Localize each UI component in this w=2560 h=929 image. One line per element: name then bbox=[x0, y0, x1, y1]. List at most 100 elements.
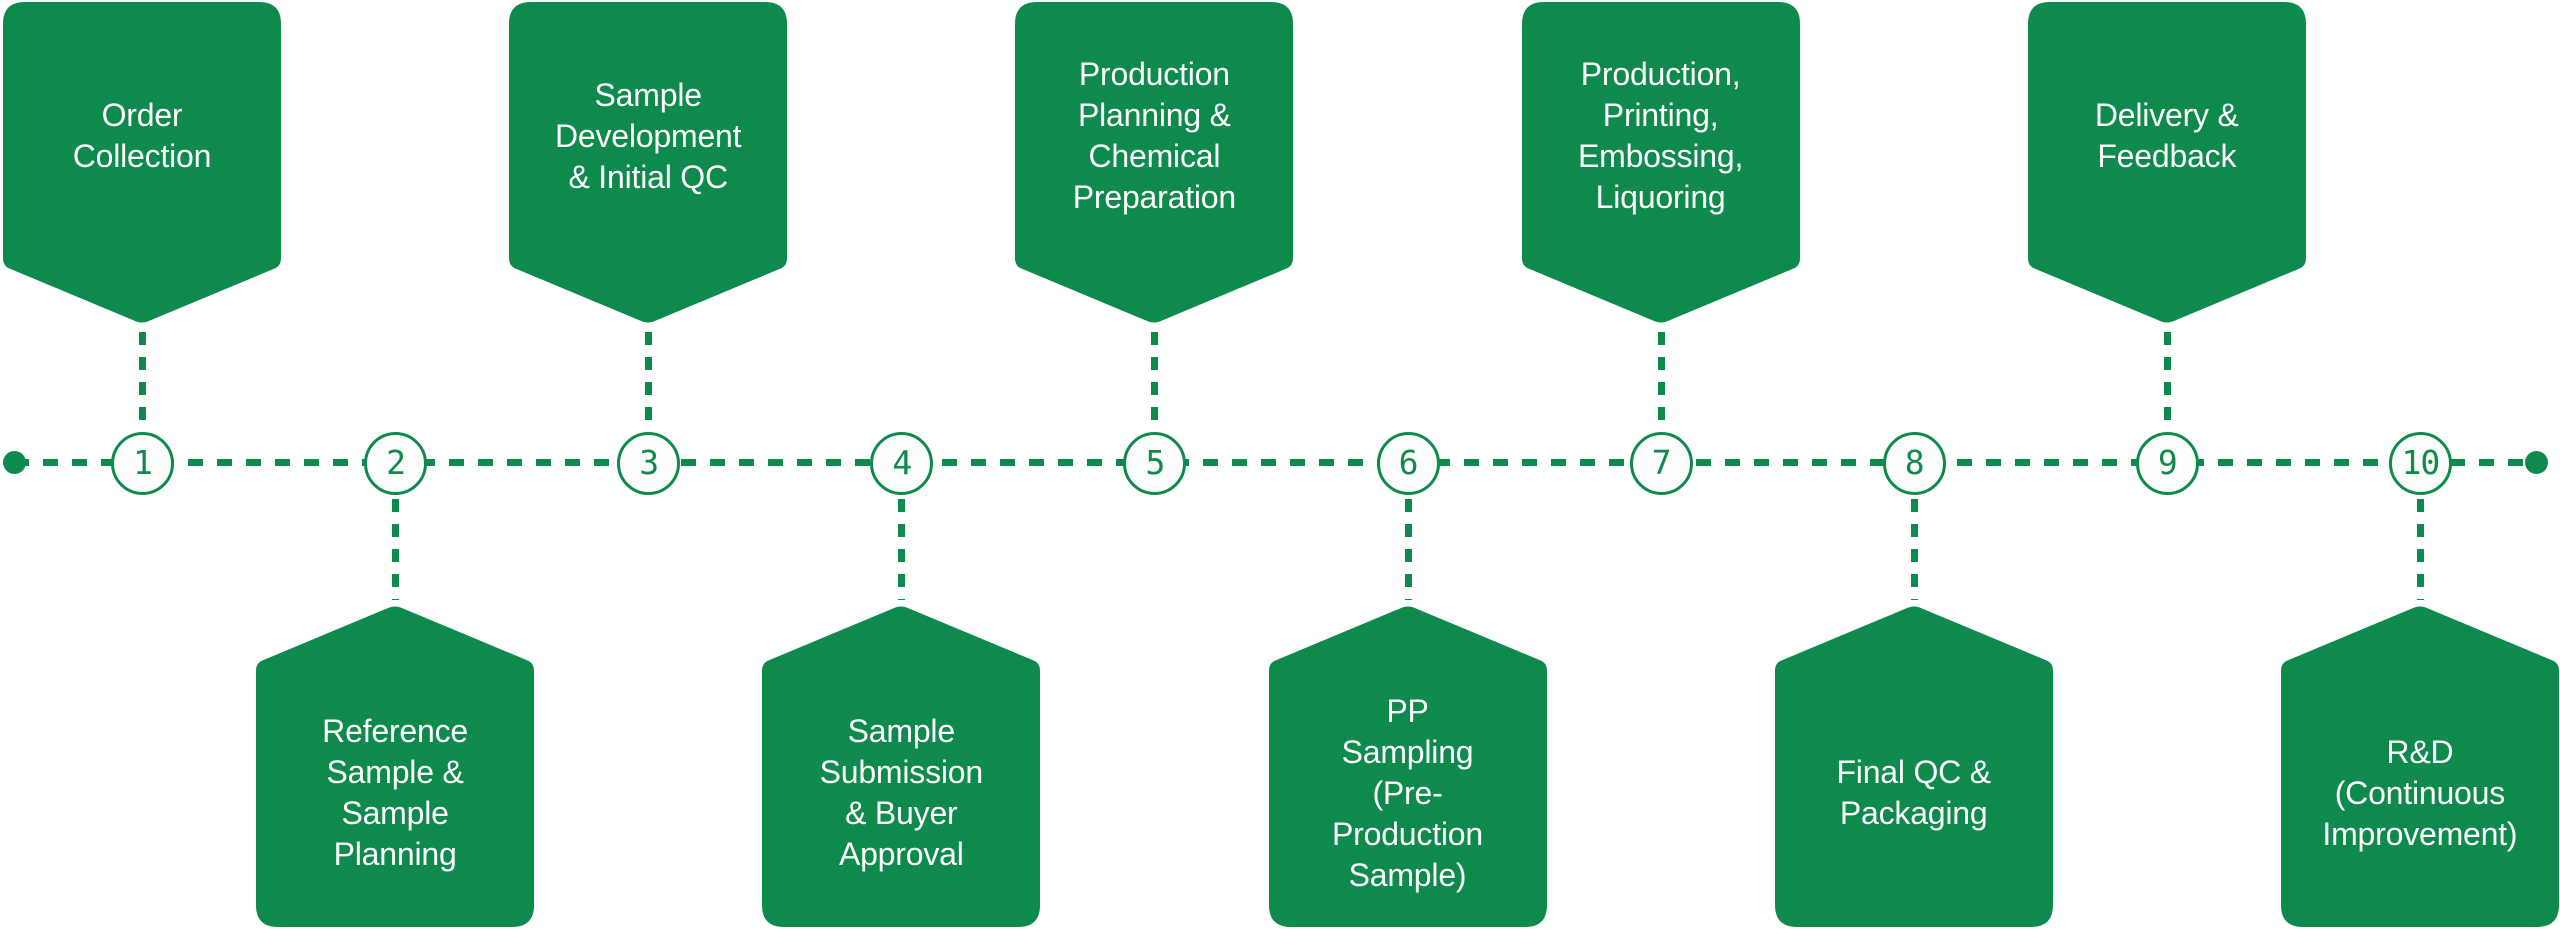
step-label: Delivery & Feedback bbox=[2034, 2, 2300, 270]
banner-pennant-shape bbox=[2280, 606, 2559, 927]
step-number: 6 bbox=[1398, 443, 1419, 482]
banner-pennant-shape bbox=[1521, 2, 1800, 323]
step-label-line: R&D bbox=[2386, 733, 2454, 770]
timeline-dashed-line bbox=[14, 459, 2537, 466]
timeline-end-dot bbox=[2525, 451, 2548, 474]
banner-pennant-shape bbox=[509, 2, 788, 323]
step-label-line: Final QC & bbox=[1836, 754, 1991, 790]
timeline-step-9: Delivery & Feedback 9 bbox=[2027, 0, 2306, 929]
timeline-step-7: Production,Printing,Embossing,Liquoring … bbox=[1521, 0, 1800, 929]
step-label-line: Embossing, bbox=[1577, 138, 1744, 174]
step-label-line: (Continuous bbox=[2334, 774, 2506, 811]
step-label-line: Collection bbox=[72, 138, 212, 174]
step-number-circle: 5 bbox=[1123, 432, 1187, 495]
step-label-line: Production bbox=[1332, 815, 1483, 852]
step-label-line: Improvement) bbox=[2322, 815, 2518, 852]
step-number: 7 bbox=[1651, 443, 1672, 482]
step-label-line: Feedback bbox=[2097, 138, 2237, 174]
step-label-line: Development bbox=[555, 117, 742, 154]
step-number: 1 bbox=[133, 443, 153, 482]
step-number: 2 bbox=[386, 443, 406, 482]
step-label-line: PP bbox=[1386, 692, 1429, 729]
step-number-circle: 10 bbox=[2388, 432, 2452, 495]
step-label-line: Sample bbox=[341, 795, 449, 831]
banner-pennant-shape bbox=[3, 2, 281, 323]
step-label-line: Sample bbox=[847, 713, 956, 749]
banner-pennant-shape bbox=[1268, 606, 1547, 927]
step-number-circle: 2 bbox=[364, 432, 428, 495]
step-number-circle: 3 bbox=[617, 432, 681, 495]
banner-pennant-shape bbox=[256, 606, 535, 927]
step-label-line: Liquoring bbox=[1595, 179, 1726, 215]
step-label-line: & Initial QC bbox=[568, 158, 728, 195]
step-label-line: Delivery & bbox=[2094, 97, 2239, 133]
step-number-circle: 9 bbox=[2135, 432, 2199, 495]
step-banner: Final QC & Packaging bbox=[1774, 602, 2053, 927]
timeline-step-8: Final QC & Packaging 8 bbox=[1774, 0, 2053, 929]
step-number-circle: 6 bbox=[1376, 432, 1440, 495]
step-label-line: Chemical bbox=[1088, 138, 1221, 174]
step-label-line: Preparation bbox=[1072, 179, 1237, 215]
step-label-line: Sample bbox=[594, 76, 703, 113]
step-banner: Delivery & Feedback bbox=[2027, 2, 2306, 327]
step-connector-dashed-line bbox=[898, 499, 906, 600]
step-label-line: Packaging bbox=[1839, 795, 1988, 831]
step-label-line: Submission bbox=[819, 754, 984, 790]
step-connector-dashed-line bbox=[2163, 332, 2171, 429]
step-number: 10 bbox=[2401, 443, 2441, 482]
step-connector-dashed-line bbox=[1151, 332, 1159, 429]
step-label-line: Printing, bbox=[1602, 97, 1719, 133]
step-connector-dashed-line bbox=[2416, 499, 2424, 600]
step-number-circle: 8 bbox=[1882, 432, 1946, 495]
step-label-line: Order bbox=[101, 97, 183, 133]
banner-pennant-shape bbox=[1774, 606, 2053, 927]
step-banner: Production, Printing, Embossing, Liquoring bbox=[1521, 2, 1800, 327]
step-label-line: Production bbox=[1078, 56, 1230, 92]
step-connector-dashed-line bbox=[1910, 499, 1918, 600]
step-label: Final QC & Packaging bbox=[1781, 659, 2047, 927]
step-label-line: Production, bbox=[1580, 56, 1741, 92]
step-connector-dashed-line bbox=[1404, 499, 1412, 600]
step-label-line: Reference bbox=[322, 713, 469, 749]
step-connector-dashed-line bbox=[392, 499, 400, 600]
step-label-line: Sample) bbox=[1348, 856, 1467, 893]
step-number: 8 bbox=[1904, 443, 1925, 482]
step-connector-dashed-line bbox=[1657, 332, 1665, 429]
step-label: Production, Printing, Embossing, Liquoring bbox=[1528, 2, 1794, 270]
step-connector-dashed-line bbox=[645, 332, 653, 429]
step-connector-dashed-line bbox=[139, 332, 146, 429]
step-label-line: Sampling bbox=[1341, 733, 1474, 770]
step-label-line: Approval bbox=[838, 836, 964, 872]
step-label-line: (Pre- bbox=[1372, 774, 1443, 811]
step-number: 3 bbox=[639, 443, 659, 482]
timeline-start-dot bbox=[3, 451, 26, 474]
banner-pennant-shape bbox=[1015, 2, 1294, 323]
step-number: 4 bbox=[892, 443, 912, 482]
step-number-circle: 4 bbox=[870, 432, 934, 495]
step-label-line: Planning & bbox=[1077, 97, 1231, 133]
step-label-line: Sample & bbox=[326, 754, 464, 790]
step-label-line: & Buyer bbox=[845, 795, 958, 831]
step-label-line: Planning bbox=[333, 836, 457, 872]
step-number: 5 bbox=[1145, 443, 1165, 482]
